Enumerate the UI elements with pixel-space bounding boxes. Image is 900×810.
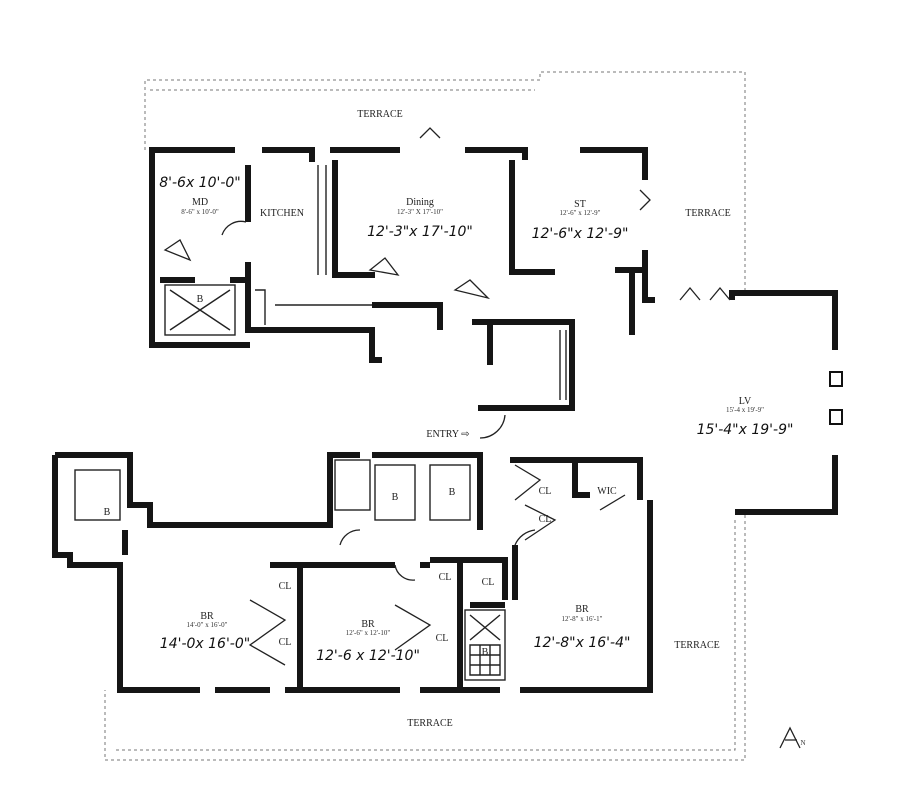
terrace-bottom-label: TERRACE (407, 718, 453, 729)
closet-br1-top: CL (279, 581, 292, 592)
lv-printed: 15'-4 x 19'-9" (726, 406, 764, 414)
br3-name: BR (575, 604, 589, 615)
br2-name: BR (361, 619, 375, 630)
terrace-outline (104, 71, 746, 761)
br1-handwritten: 14'-0x 16'-0" (160, 636, 250, 652)
dining-printed: 12'-3" X 17'-10" (397, 208, 443, 216)
bath-hall1: B (392, 492, 399, 503)
upper-walls (149, 147, 655, 411)
dining-handwritten: 12'-3"x 17'-10" (367, 224, 473, 240)
br1-printed: 14'-0" x 16'-0" (187, 621, 228, 629)
closet-hall1: CL (539, 486, 552, 497)
closet-br2: CL (436, 633, 449, 644)
entry-label: ENTRY ⇨ (426, 429, 469, 440)
md-handwritten: 8'-6x 10'-0" (159, 175, 241, 191)
bath-left: B (104, 507, 111, 518)
closet-hall2: CL (539, 514, 552, 525)
closet-br1: CL (279, 637, 292, 648)
st-printed: 12'-6" x 12'-9" (560, 209, 601, 217)
terrace-right-upper-label: TERRACE (685, 208, 731, 219)
md-printed: 8'-6" x 10'-0" (181, 208, 219, 216)
terrace-right-lower-label: TERRACE (674, 640, 720, 651)
dining-name: Dining (406, 197, 434, 208)
br3-printed: 12'-8" x 16'-1" (562, 615, 603, 623)
br2-printed: 12'-6" x 12'-10" (346, 629, 391, 637)
closet-br2-top2: CL (482, 577, 495, 588)
lv-name: LV (739, 396, 752, 407)
kitchen-name: KITCHEN (260, 208, 304, 219)
north-mark: N (800, 739, 805, 747)
bath-md: B (197, 294, 204, 305)
living-room-walls (729, 290, 843, 515)
closet-br2-top1: CL (439, 572, 452, 583)
br3-handwritten: 12'-8"x 16'-4" (534, 635, 631, 651)
st-handwritten: 12'-6"x 12'-9" (532, 226, 629, 242)
lower-walls (52, 452, 653, 693)
doors (163, 127, 731, 666)
walk-in-closet: WIC (597, 486, 617, 497)
bath-br: B (482, 647, 489, 658)
terrace-top-label: TERRACE (357, 109, 403, 120)
br2-handwritten: 12'-6 x 12'-10" (316, 648, 420, 664)
lv-handwritten: 15'-4"x 19'-9" (697, 422, 794, 438)
st-name: ST (574, 199, 586, 210)
bath-hall2: B (449, 487, 456, 498)
north-arrow-icon: N (779, 726, 806, 749)
br1-name: BR (200, 611, 214, 622)
room-labels: TERRACE TERRACE TERRACE TERRACE ENTRY ⇨ … (104, 109, 794, 729)
md-name: MD (192, 197, 208, 208)
